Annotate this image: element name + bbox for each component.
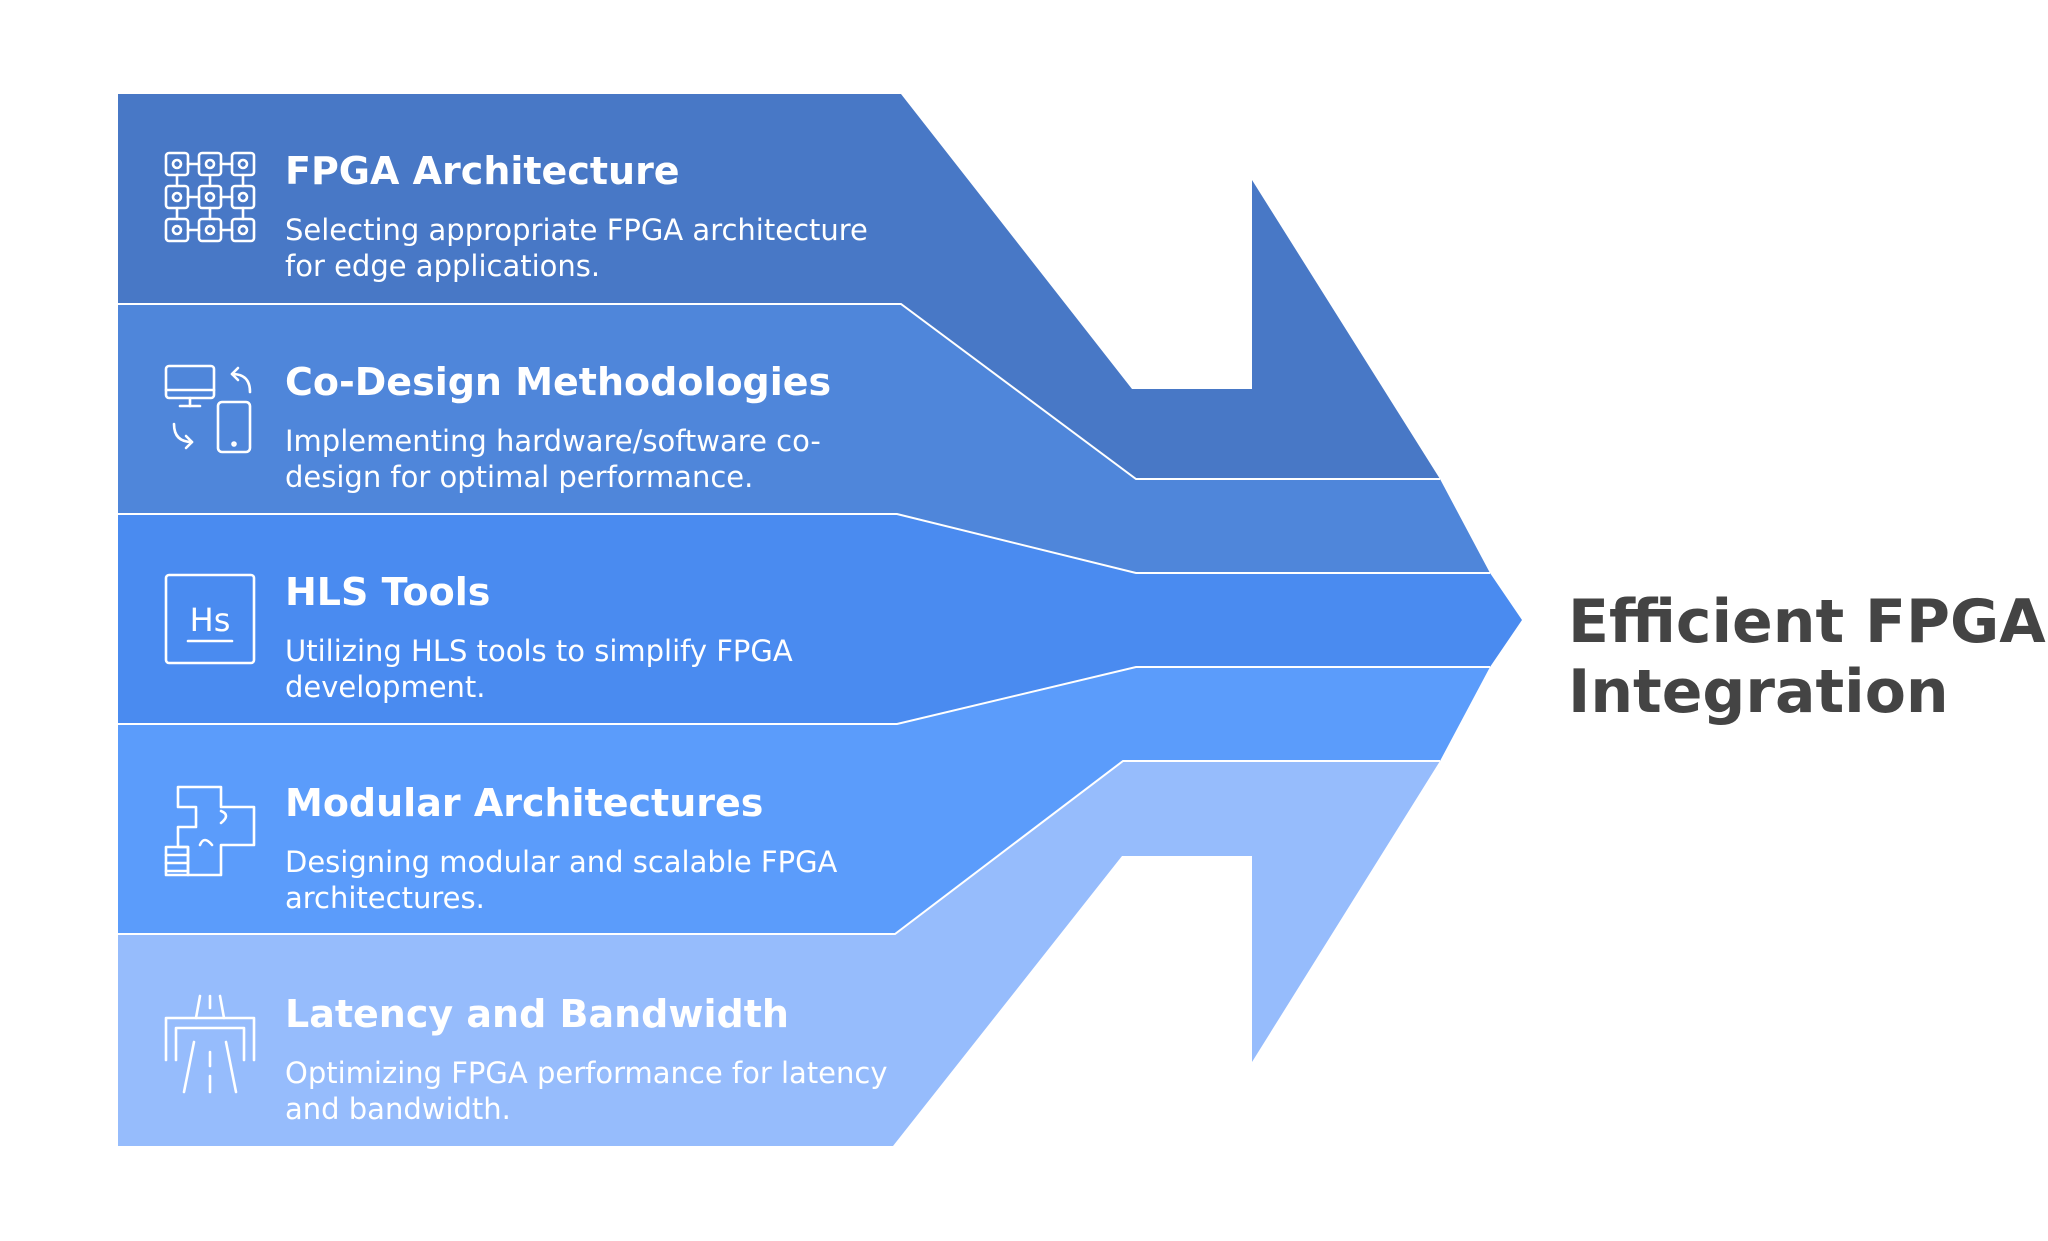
hls-icon-label: Hs — [190, 601, 231, 639]
band-description-line: for edge applications. — [285, 249, 600, 283]
band-description-line: design for optimal performance. — [285, 460, 753, 494]
band-title: Co-Design Methodologies — [285, 360, 831, 404]
chip-grid-icon — [164, 151, 256, 243]
device-sync-icon — [164, 364, 252, 454]
band-description-line: Optimizing FPGA performance for latency — [285, 1056, 888, 1090]
band-description-line: development. — [285, 670, 486, 704]
band-title: Modular Architectures — [285, 781, 763, 825]
puzzle-modules-icon — [164, 785, 256, 877]
band-shape-3 — [118, 514, 1522, 724]
separator-line — [118, 513, 1490, 574]
band-modular-architectures: Modular Architectures Designing modular … — [118, 667, 1490, 934]
band-description-line: Designing modular and scalable FPGA — [285, 845, 838, 879]
band-fpga-architecture: FPGA Architecture Selecting appropriate … — [118, 94, 1440, 479]
result-label: Efficient FPGA Integration — [1568, 587, 2046, 727]
band-description-line: Selecting appropriate FPGA architecture — [285, 213, 868, 247]
band-description-line: architectures. — [285, 881, 485, 915]
band-co-design: Co-Design Methodologies Implementing har… — [118, 304, 1490, 573]
band-description-line: Implementing hardware/software co- — [285, 424, 821, 458]
result-title-line: Integration — [1568, 657, 1949, 727]
band-shape-5 — [118, 761, 1440, 1146]
band-title: Latency and Bandwidth — [285, 992, 789, 1036]
band-shape-1 — [118, 94, 1440, 479]
separator-line — [118, 303, 1440, 480]
highway-icon — [164, 994, 256, 1094]
band-description-line: and bandwidth. — [285, 1092, 511, 1126]
band-latency-bandwidth: Latency and Bandwidth Optimizing FPGA pe… — [118, 761, 1440, 1146]
band-description-line: Utilizing HLS tools to simplify FPGA — [285, 634, 793, 668]
band-hls-tools: Hs HLS Tools Utilizing HLS tools to simp… — [118, 514, 1522, 724]
band-shape-4 — [118, 667, 1490, 934]
result-title-line: Efficient FPGA — [1568, 587, 2046, 657]
band-title: FPGA Architecture — [285, 149, 680, 193]
band-shape-2 — [118, 304, 1490, 573]
band-title: HLS Tools — [285, 570, 490, 614]
separator-line — [118, 666, 1490, 725]
band-separators — [118, 303, 1490, 935]
separator-line — [118, 760, 1440, 935]
hls-badge-icon: Hs — [164, 573, 256, 665]
